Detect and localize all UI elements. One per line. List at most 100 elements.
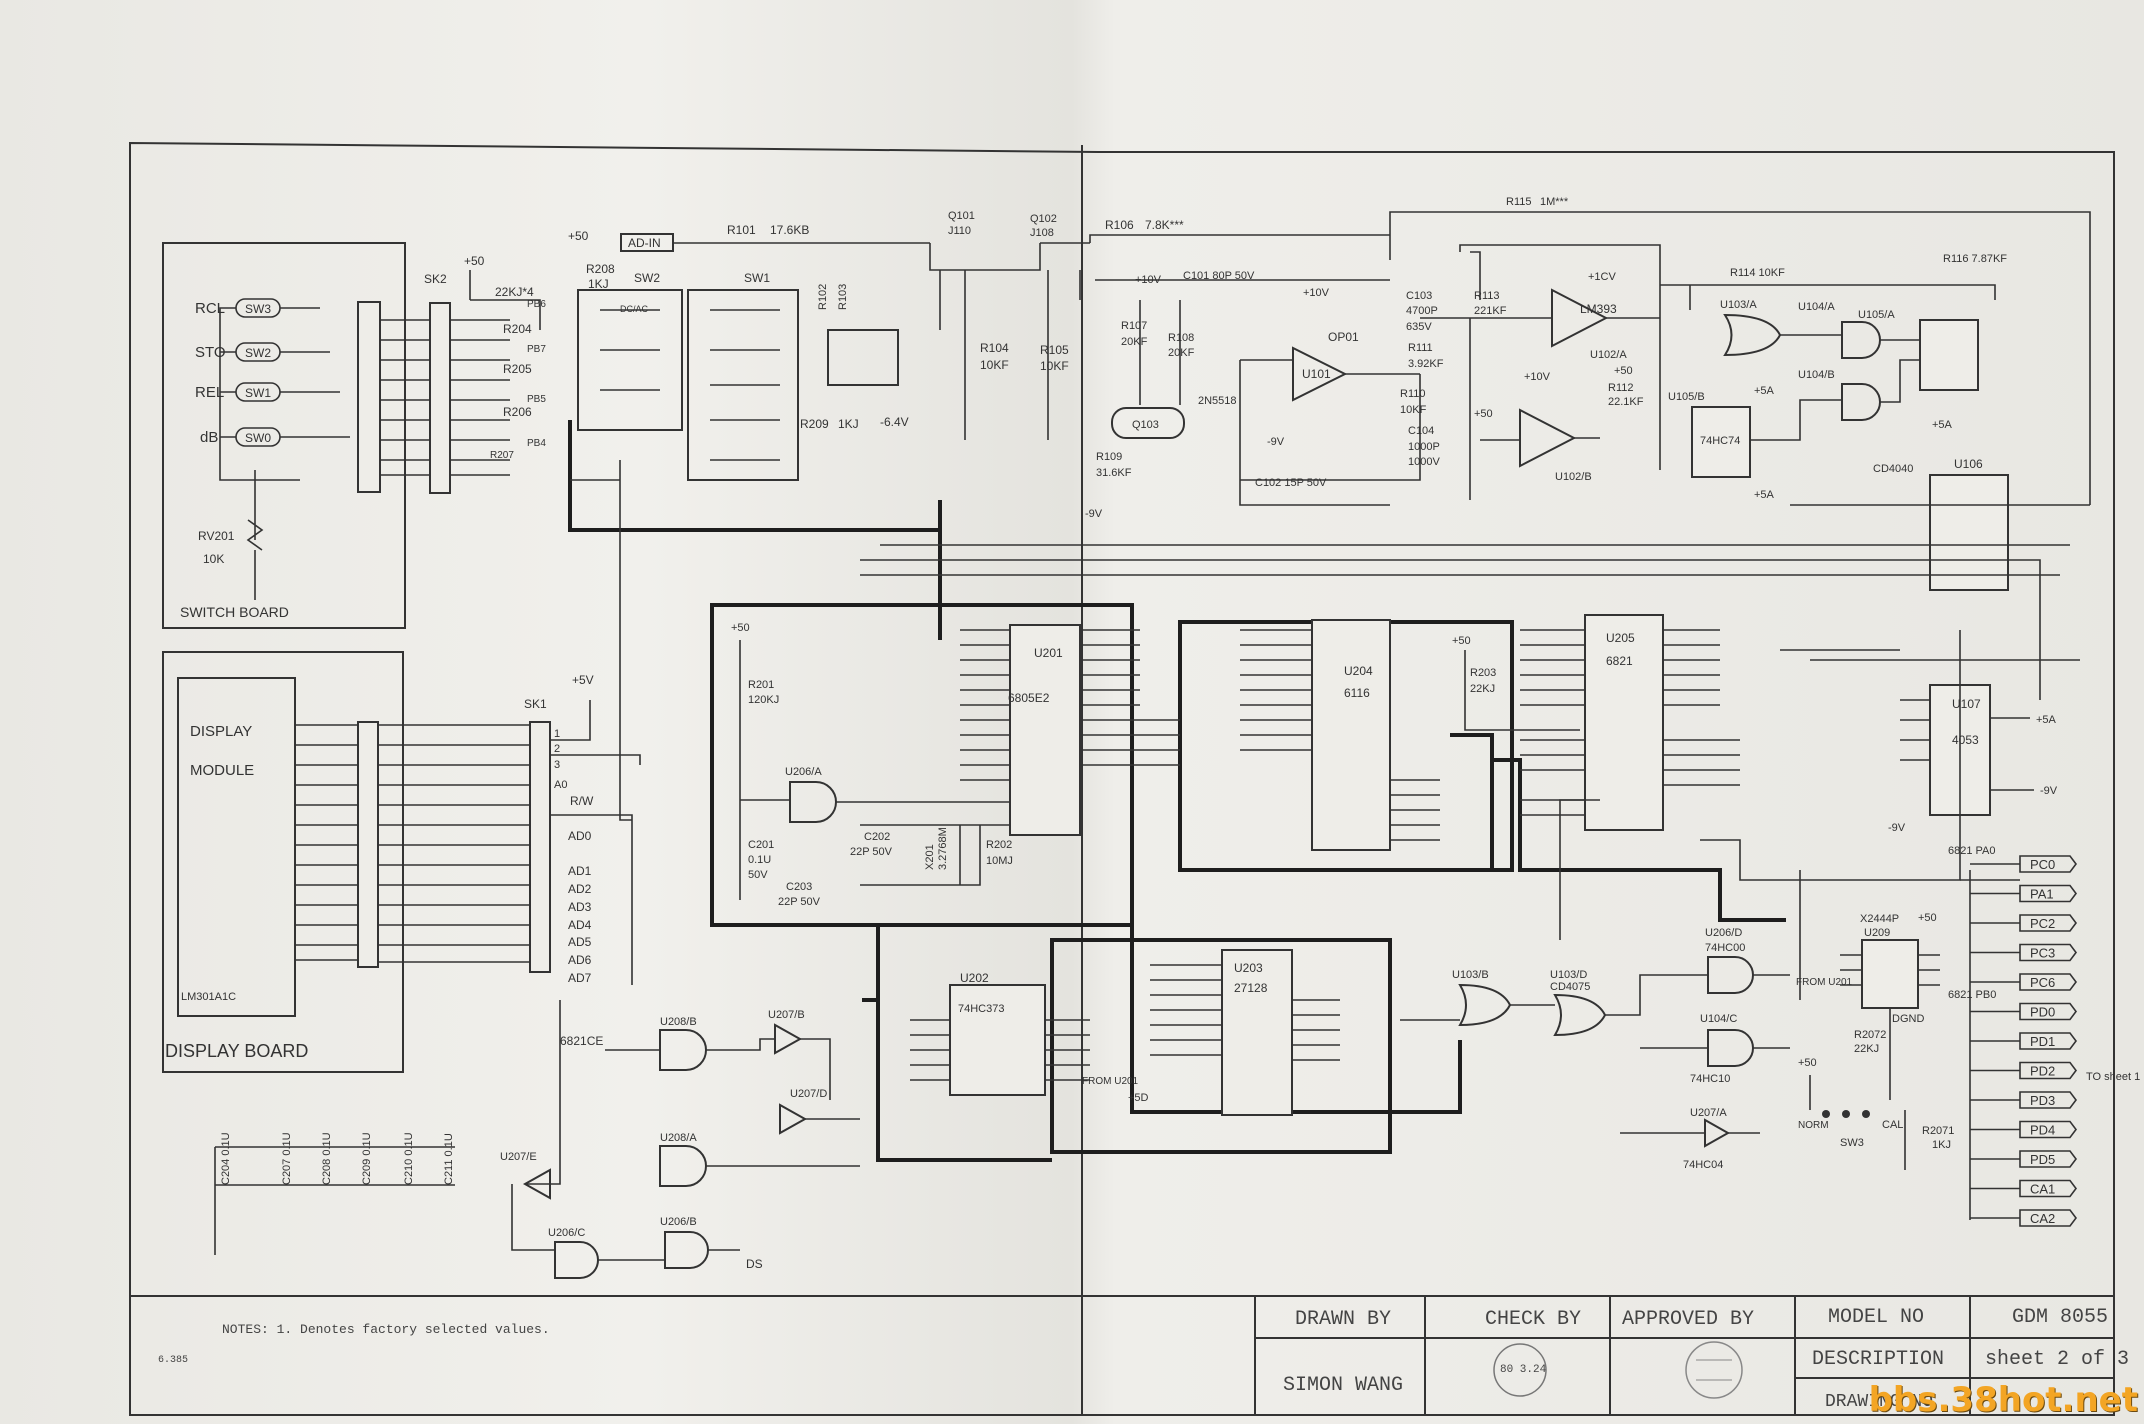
svg-text:1KJ: 1KJ [588, 277, 609, 291]
svg-text:U107: U107 [1952, 697, 1981, 711]
port-flag-pc2: PC2 [1970, 914, 2077, 932]
svg-text:R101: R101 [727, 223, 756, 237]
svg-text:U203: U203 [1234, 961, 1263, 975]
svg-text:0.1U: 0.1U [748, 854, 771, 866]
port-flag-label: CA1 [2030, 1182, 2055, 1197]
svg-text:20KF: 20KF [1121, 336, 1148, 348]
svg-text:R208: R208 [586, 262, 615, 276]
port-flag-label: PD4 [2030, 1123, 2055, 1138]
u201-mcu: U201 6805E2 +50 R201 120KJ U206/A C201 0… [731, 622, 1180, 908]
svg-text:C103: C103 [1406, 290, 1432, 302]
svg-text:+10V: +10V [1303, 287, 1330, 299]
comparator-section: C103 4700P 635V R111 3.92KF R110 10KF C1… [1400, 244, 1661, 500]
decode-logic: 6821CE U208/B U207/B U207/D U208/A U207/… [500, 1000, 860, 1279]
svg-text:+5A: +5A [2036, 714, 2057, 726]
corner-code: 6.385 [158, 1355, 188, 1366]
drawing-no-label: DRAWING NO [1825, 1392, 1933, 1412]
svg-text:22KJ: 22KJ [1854, 1043, 1879, 1055]
svg-text:22P 50V: 22P 50V [850, 846, 893, 858]
svg-text:R207: R207 [490, 450, 514, 461]
port-flag-pd0: PD0 [1970, 1002, 2077, 1021]
svg-text:R105: R105 [1040, 343, 1069, 357]
svg-text:R/W: R/W [570, 794, 594, 808]
svg-text:4700P: 4700P [1406, 305, 1438, 317]
svg-text:AD3: AD3 [568, 900, 592, 914]
drawn-by-label: DRAWN BY [1295, 1308, 1391, 1331]
switch-db: dB SW0 [200, 427, 281, 447]
svg-text:NORM: NORM [1798, 1120, 1829, 1131]
svg-text:J110: J110 [948, 225, 971, 237]
port-flag-label: PC2 [2030, 916, 2055, 931]
svg-text:-9V: -9V [1267, 436, 1285, 448]
port-flag-label: PC3 [2030, 946, 2055, 961]
svg-text:Q103: Q103 [1132, 419, 1159, 431]
svg-text:R112: R112 [1608, 382, 1633, 394]
svg-text:22.1KF: 22.1KF [1608, 396, 1644, 408]
u202-latch: U202 74HC373 [910, 971, 1090, 1096]
svg-text:U104/B: U104/B [1798, 369, 1835, 381]
svg-text:22P 50V: 22P 50V [778, 896, 821, 908]
switch-rel: REL SW1 [195, 382, 281, 402]
svg-text:R115: R115 [1506, 196, 1531, 208]
svg-text:U102/B: U102/B [1555, 471, 1592, 483]
svg-text:REL: REL [195, 384, 224, 401]
svg-text:SW2: SW2 [634, 271, 660, 285]
port-flag-pc0: PC0 [1970, 855, 2077, 873]
svg-text:17.6KB: 17.6KB [770, 223, 809, 237]
svg-text:+50: +50 [1798, 1057, 1817, 1069]
svg-text:X2444P: X2444P [1860, 913, 1899, 925]
svg-text:A0: A0 [554, 779, 567, 791]
svg-text:U206/B: U206/B [660, 1216, 697, 1228]
svg-text:1000P: 1000P [1408, 441, 1440, 453]
svg-text:U106: U106 [1954, 457, 1983, 471]
svg-text:FROM U201: FROM U201 [1082, 1076, 1139, 1087]
port-flag-pd1: PD1 [1970, 1032, 2077, 1050]
drawn-by-name: SIMON WANG [1283, 1374, 1403, 1397]
svg-text:U208/A: U208/A [660, 1132, 697, 1144]
svg-text:R201: R201 [748, 679, 774, 691]
svg-text:1KJ: 1KJ [838, 417, 859, 431]
svg-text:1M***: 1M*** [1540, 196, 1569, 208]
svg-text:Q101: Q101 [948, 210, 975, 222]
svg-text:+50: +50 [1474, 408, 1493, 420]
approval-stamp [1685, 1341, 1743, 1399]
port-flag-label: PC0 [2030, 857, 2055, 872]
svg-text:OP01: OP01 [1328, 330, 1359, 344]
svg-text:AD2: AD2 [568, 882, 592, 896]
jfet-section: Q101 J110 Q102 J108 R104 10KF R105 10KF [929, 210, 1090, 440]
svg-text:U206/A: U206/A [785, 766, 822, 778]
resistor-pack: 22KJ*4 PB6 R204 PB7 R205 PB5 R206 PB4 R2… [464, 254, 546, 461]
svg-text:CD4075: CD4075 [1550, 981, 1590, 993]
switch-rcl: RCL SW3 [195, 298, 281, 318]
svg-text:+5A: +5A [1754, 489, 1775, 501]
svg-text:+1CV: +1CV [1588, 271, 1616, 283]
svg-text:U103/B: U103/B [1452, 969, 1489, 981]
svg-text:R2072: R2072 [1854, 1029, 1886, 1041]
svg-text:Q102: Q102 [1030, 213, 1057, 225]
model-no: GDM 8055 [2012, 1306, 2108, 1329]
stamp-date: 80 3.24 [1500, 1364, 1547, 1376]
svg-text:3: 3 [554, 759, 560, 771]
svg-text:RCL: RCL [195, 300, 225, 317]
svg-text:AD4: AD4 [568, 918, 592, 932]
switch-sto: STO SW2 [195, 342, 281, 362]
svg-text:6821 PA0: 6821 PA0 [1948, 845, 1996, 857]
port-flag-label: PD0 [2030, 1005, 2055, 1020]
svg-text:U201: U201 [1034, 646, 1063, 660]
svg-text:R110: R110 [1400, 388, 1425, 400]
svg-text:10KF: 10KF [980, 358, 1009, 372]
svg-text:SW0: SW0 [245, 431, 271, 445]
svg-text:FROM U201: FROM U201 [1796, 977, 1853, 988]
svg-text:TO sheet 1: TO sheet 1 [2086, 1071, 2140, 1083]
svg-text:U209: U209 [1864, 927, 1890, 939]
svg-text:R102: R102 [817, 284, 829, 310]
svg-text:22KJ: 22KJ [1470, 683, 1495, 695]
svg-text:AD6: AD6 [568, 953, 592, 967]
svg-text:U208/B: U208/B [660, 1016, 697, 1028]
sheet-number: sheet 2 of 3 [1985, 1348, 2129, 1371]
u203-eprom: U203 27128 FROM U201 +5D [1082, 949, 1340, 1116]
u107-mux: U107 4053 +5A -9V -9V [1888, 684, 2058, 834]
svg-text:74HC04: 74HC04 [1683, 1159, 1723, 1171]
